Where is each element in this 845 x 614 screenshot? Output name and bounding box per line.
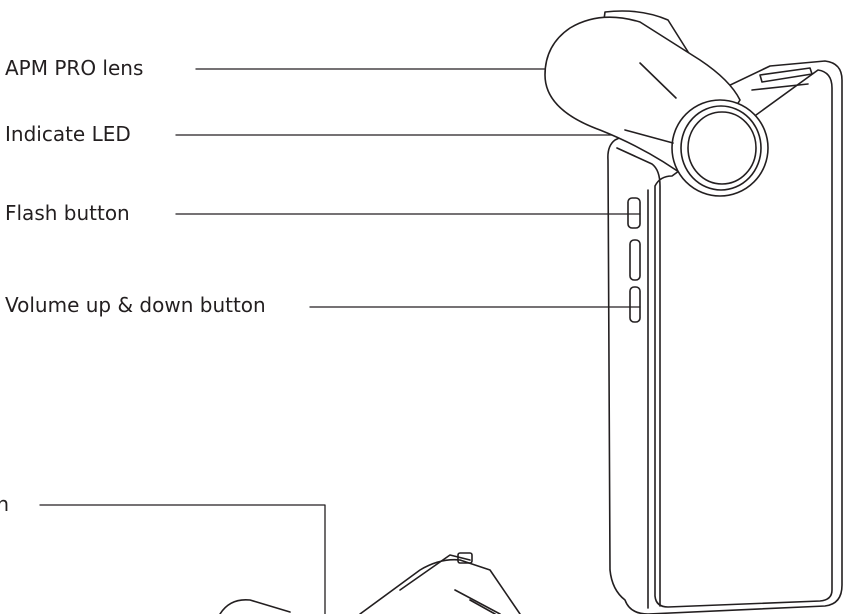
- phone-body: [607, 60, 843, 614]
- label-apm-pro-lens: APM PRO lens: [5, 56, 144, 80]
- side-buttons: [627, 197, 641, 323]
- top-slot: [751, 67, 813, 91]
- flash-button-shape: [627, 197, 641, 229]
- label-flash-partial: sh: [0, 492, 10, 516]
- label-volume-button: Volume up & down button: [5, 293, 266, 317]
- phone-edge: [616, 147, 661, 607]
- phone-frame: [607, 60, 843, 614]
- lens-ring-outer: [671, 99, 769, 197]
- lens-ring-middle: [680, 105, 762, 191]
- label-indicate-led: Indicate LED: [5, 122, 131, 146]
- volume-down-shape: [629, 286, 641, 323]
- second-device-partial: [219, 552, 521, 614]
- phone-screen: [654, 69, 833, 608]
- leader-flash-secondary: [39, 504, 326, 614]
- label-flash-button: Flash button: [5, 201, 130, 225]
- lens-assembly: [544, 10, 769, 197]
- volume-up-shape: [629, 239, 641, 281]
- lens-glass: [687, 111, 757, 185]
